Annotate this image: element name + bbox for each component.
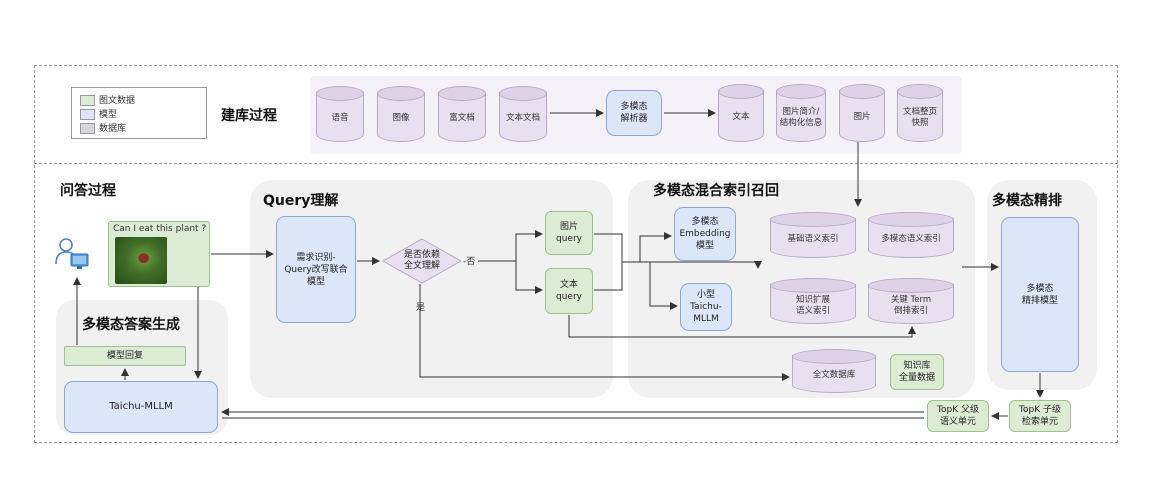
decision-yes-label: 是 — [416, 303, 426, 313]
build-title: 建库过程 — [221, 108, 277, 124]
fulltext-decision: 是否依赖 全文理解 — [381, 238, 463, 284]
output-db-image-summary: 图片简介/ 结构化信息 — [776, 84, 826, 142]
index-multimodal-semantic: 多模态语义索引 — [868, 212, 954, 258]
question-card: Can I eat this plant ? — [108, 221, 210, 287]
topk-child-units: TopK 子级 检索单元 — [1009, 400, 1071, 432]
rerank-model: 多模态 精排模型 — [1001, 217, 1079, 372]
topk-parent-units: TopK 父级 语义单元 — [927, 400, 989, 432]
user-icon — [53, 234, 93, 274]
legend: 图文数据 模型 数据库 — [71, 87, 207, 139]
index-basic-semantic: 基础语义索引 — [770, 212, 856, 258]
source-db-textdoc: 文本文档 — [499, 86, 547, 142]
legend-swatch-model — [80, 109, 95, 120]
legend-swatch-data — [80, 95, 95, 106]
fulltext-database: 全文数据库 — [792, 349, 876, 393]
rerank-title: 多模态精排 — [992, 193, 1062, 209]
plant-photo — [115, 237, 167, 284]
taichu-mllm: Taichu-MLLM — [64, 381, 218, 433]
model-reply: 模型回复 — [64, 346, 186, 366]
legend-label-db: 数据库 — [99, 124, 127, 134]
outer-frame — [34, 65, 1118, 443]
query-rewrite-model: 需求识别- Query改写联合 模型 — [276, 216, 356, 323]
output-db-text: 文本 — [718, 84, 764, 142]
output-db-image: 图片 — [839, 84, 885, 142]
legend-swatch-db — [80, 123, 95, 134]
answer-title: 多模态答案生成 — [82, 317, 180, 333]
index-knowledge-expansion: 知识扩展 语义索引 — [770, 278, 856, 324]
output-db-page-snapshot: 文档整页 快照 — [897, 84, 943, 142]
image-query: 图片 query — [545, 211, 593, 255]
legend-label-data: 图文数据 — [99, 96, 136, 106]
small-taichu-mllm: 小型 Taichu- MLLM — [680, 283, 732, 331]
question-text: Can I eat this plant ? — [113, 224, 207, 234]
knowledge-base-full: 知识库 全量数据 — [890, 354, 944, 390]
retrieval-title: 多模态混合索引召回 — [653, 183, 779, 199]
section-divider — [34, 163, 1118, 164]
text-query: 文本 query — [545, 268, 593, 314]
legend-label-model: 模型 — [99, 110, 118, 120]
multimodal-parser: 多模态 解析器 — [606, 90, 662, 136]
qa-title: 问答过程 — [60, 183, 116, 199]
source-db-voice: 语音 — [316, 86, 364, 142]
index-keyword-term: 关键 Term 倒排索引 — [868, 278, 954, 324]
decision-label: 是否依赖 全文理解 — [403, 250, 440, 271]
embedding-model: 多模态 Embedding 模型 — [674, 207, 736, 261]
decision-no-label: -否 — [463, 257, 476, 267]
query-understanding-title: Query理解 — [263, 193, 339, 209]
source-db-richdoc: 富文档 — [438, 86, 486, 142]
source-db-image: 图像 — [377, 86, 425, 142]
